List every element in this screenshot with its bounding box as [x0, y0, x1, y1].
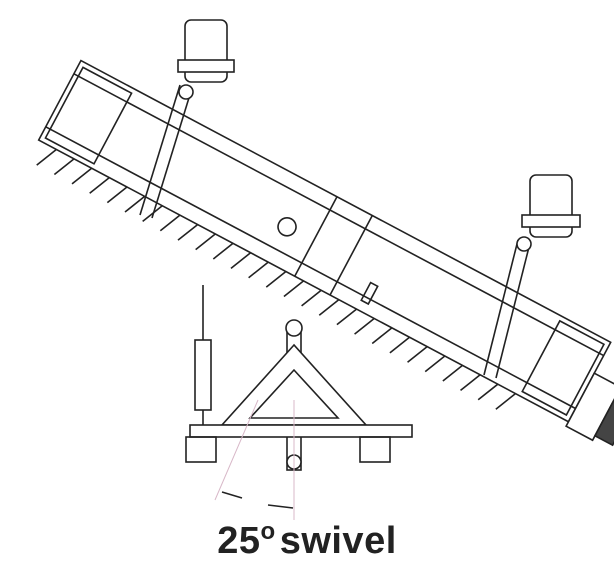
tine: [389, 336, 411, 354]
tine: [477, 383, 499, 401]
tool-beam: [36, 59, 614, 447]
left-cylinder-upright: [139, 19, 235, 219]
tine: [230, 252, 252, 269]
tine: [407, 346, 428, 363]
tine: [336, 308, 358, 326]
tine: [424, 355, 446, 373]
angle-value: 25: [217, 520, 261, 562]
swivel-angle-dimension: [214, 399, 295, 520]
right-cylinder-upright: [483, 174, 581, 379]
tine: [124, 195, 146, 213]
tine: [301, 289, 322, 307]
tine: [318, 299, 340, 316]
tine: [495, 392, 516, 410]
tine: [177, 223, 199, 241]
tine: [195, 233, 216, 251]
tine: [354, 317, 375, 335]
tine: [460, 374, 481, 392]
tine: [89, 176, 110, 194]
tine: [265, 270, 287, 288]
degree-symbol: o: [260, 518, 276, 545]
tine: [159, 214, 181, 232]
tine: [71, 167, 93, 185]
tine: [248, 261, 269, 279]
caption-label: swivel: [279, 520, 397, 562]
tine: [212, 242, 234, 260]
tine: [142, 205, 163, 223]
tine: [283, 280, 305, 298]
hitch-frame: [185, 285, 413, 471]
tine: [36, 148, 57, 166]
tine: [106, 186, 128, 204]
tine: [442, 364, 463, 382]
tine: [53, 158, 75, 176]
tines: [36, 148, 516, 410]
tine: [371, 327, 393, 345]
